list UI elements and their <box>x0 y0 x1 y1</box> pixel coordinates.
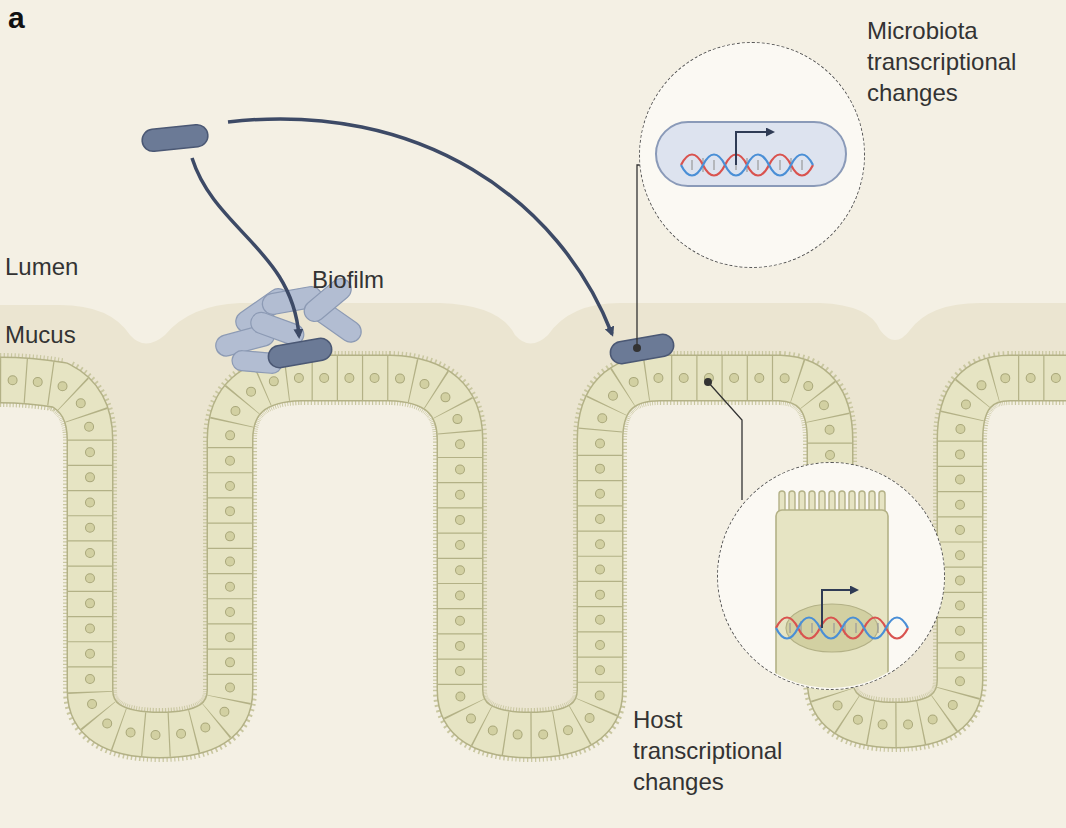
panel-label: a <box>8 4 25 32</box>
region-label: Lumen <box>5 253 78 281</box>
callout-circle: Microbiota transcriptional changes <box>639 42 865 268</box>
callout-heading: Microbiota transcriptional changes <box>867 15 1066 108</box>
leader-dot <box>704 378 712 386</box>
epithelium <box>0 378 1066 735</box>
callout-circle: Host transcriptional changes <box>717 462 945 690</box>
bacterium <box>267 337 334 370</box>
leader-dot <box>633 344 641 352</box>
bacterium-detail <box>656 122 846 186</box>
bacterium <box>609 333 676 366</box>
movement-arrow <box>192 158 299 336</box>
movement-arrow <box>228 119 612 334</box>
structure-label: Biofilm <box>312 266 384 294</box>
leader-line <box>708 382 742 500</box>
bacterium <box>141 124 209 153</box>
mucus-layer <box>0 303 1066 735</box>
region-label: Mucus <box>5 321 76 349</box>
epithelial-cell-detail <box>776 491 908 710</box>
callout-heading: Host transcriptional changes <box>633 704 833 797</box>
